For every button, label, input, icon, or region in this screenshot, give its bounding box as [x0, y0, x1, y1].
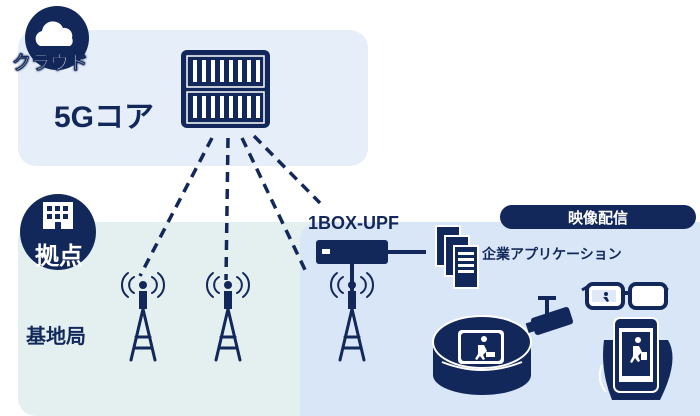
link-to-station-1	[138, 137, 214, 277]
video-badge: 映像配信	[500, 205, 696, 229]
camera-icon	[525, 296, 574, 335]
link-to-upf	[252, 134, 322, 205]
site-label: 拠点	[35, 243, 83, 270]
smartphone-icon	[598, 317, 673, 400]
cloud-label: クラウド	[12, 53, 89, 75]
core-links	[138, 134, 322, 281]
core-label: 5Gコア	[54, 101, 155, 134]
link-to-station-3	[240, 137, 310, 277]
building-icon	[20, 194, 96, 270]
app-server-icon	[435, 225, 479, 289]
apps-label: 企業アプリケーション	[482, 246, 622, 262]
cell-tower-icon-1	[121, 272, 165, 362]
video-label: 映像配信	[567, 209, 628, 227]
smart-glasses-icon	[581, 282, 669, 310]
link-to-station-2	[224, 137, 230, 281]
upf-label: 1BOX-UPF	[308, 213, 400, 233]
upf-box-icon	[316, 240, 426, 292]
cloud-icon	[25, 6, 89, 70]
stadium-icon	[432, 315, 532, 395]
core-server-icon	[181, 50, 270, 128]
base-station-label: 基地局	[26, 326, 86, 348]
cell-tower-icon-2	[206, 272, 250, 362]
